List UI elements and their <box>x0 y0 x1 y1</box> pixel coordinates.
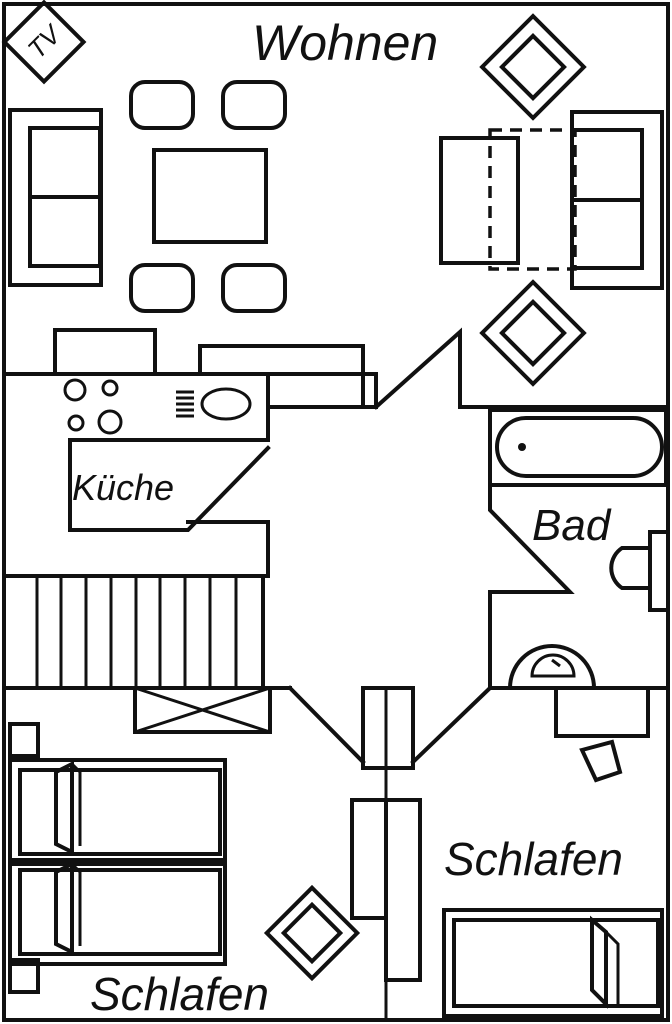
hall-wall-left <box>373 327 670 410</box>
sideboard-left <box>53 328 157 376</box>
nightstand-top <box>8 722 40 758</box>
washbasin-icon <box>507 644 597 690</box>
sofa-left-icon <box>8 108 103 287</box>
dining-chair <box>129 80 195 130</box>
room-label-kueche: Küche <box>72 467 174 508</box>
nightstand-bottom <box>8 958 40 994</box>
bed-right-icon <box>442 908 664 1018</box>
dining-chair <box>129 263 195 313</box>
wardrobe-icon <box>133 686 272 734</box>
sideboard-right <box>198 344 365 376</box>
bathtub-icon <box>488 408 668 487</box>
armchair-bedroom-icon <box>263 884 361 982</box>
dining-chair <box>221 263 287 313</box>
stove-icon <box>63 378 123 435</box>
tv-label: TV <box>22 18 69 65</box>
sofa-bed-icon <box>439 110 664 290</box>
armchair-top-icon <box>479 13 587 121</box>
stairs-icon <box>2 574 265 690</box>
bed-left-bottom-icon <box>8 860 227 966</box>
room-label-bad: Bad <box>532 501 612 550</box>
dining-table-icon <box>129 80 287 313</box>
room-label-wohnen: Wohnen <box>252 15 438 71</box>
armchair-bottom-icon <box>479 279 587 387</box>
desk-icon <box>554 686 650 738</box>
room-label-schlafen-right: Schlafen <box>444 833 623 885</box>
closet-left <box>350 798 388 920</box>
dining-chair <box>221 80 287 130</box>
bed-left-top-icon <box>8 758 227 862</box>
hall-door-left <box>287 685 366 765</box>
hall-door-right <box>410 685 493 765</box>
kitchen-counter <box>2 372 271 532</box>
tv-icon: TV <box>1 0 87 85</box>
sink-icon <box>176 387 252 421</box>
toilet-icon <box>609 530 670 612</box>
closet-right <box>384 798 422 982</box>
room-label-schlafen-left: Schlafen <box>90 968 269 1020</box>
desk-chair-icon <box>579 739 623 783</box>
